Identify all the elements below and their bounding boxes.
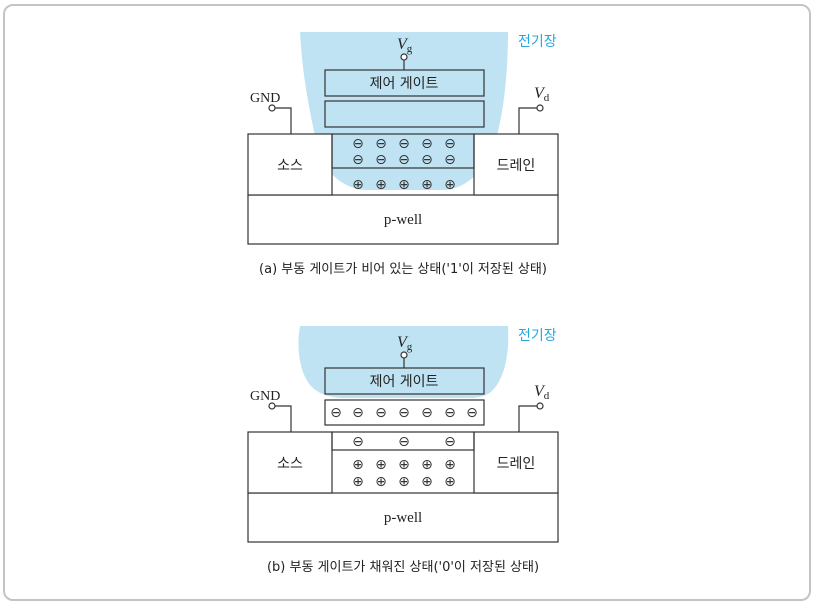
hole-symbol: ⊕ — [398, 177, 410, 193]
source-a — [247, 133, 333, 196]
caption-b: (b) 부동 게이트가 채워진 상태('0'이 저장된 상태) — [267, 560, 539, 575]
hole-symbol: ⊕ — [375, 474, 387, 490]
pwell-b — [247, 492, 559, 543]
charges-a: ⊖⊖⊖⊖⊖⊖⊖⊖⊖⊖⊕⊕⊕⊕⊕ — [352, 136, 456, 193]
electron-symbol: ⊖ — [444, 152, 456, 168]
hole-symbol: ⊕ — [444, 457, 456, 473]
electron-symbol: ⊖ — [375, 136, 387, 152]
field-label-b: 전기장 — [518, 328, 557, 344]
source-b — [247, 431, 333, 494]
electron-symbol: ⊖ — [421, 152, 433, 168]
figure-frame — [3, 4, 811, 601]
electron-symbol: ⊖ — [375, 152, 387, 168]
diagram-a: p-well 소스 드레인 제어 게이트 Vg GND Vd 전기장 ⊖⊖⊖⊖⊖… — [247, 32, 559, 277]
hole-symbol: ⊕ — [398, 474, 410, 490]
gnd-label-b: GND — [250, 389, 280, 404]
charges-b: ⊖⊖⊖⊖⊖⊖⊖⊖⊖⊖⊕⊕⊕⊕⊕⊕⊕⊕⊕⊕ — [330, 405, 478, 490]
gnd-wire-b — [275, 405, 292, 432]
electron-symbol: ⊖ — [352, 152, 364, 168]
oxide-a — [331, 133, 475, 169]
electron-symbol: ⊖ — [398, 434, 410, 450]
hole-symbol: ⊕ — [352, 457, 364, 473]
vg-terminal-b — [400, 351, 408, 359]
hole-symbol: ⊕ — [444, 474, 456, 490]
electric-field-a — [300, 32, 508, 190]
electron-symbol: ⊖ — [421, 136, 433, 152]
pwell-label-b: p-well — [384, 510, 422, 526]
vd-label-a: Vd — [534, 85, 550, 104]
vd-terminal-a — [536, 104, 544, 112]
hole-symbol: ⊕ — [375, 457, 387, 473]
hole-symbol: ⊕ — [398, 457, 410, 473]
electron-symbol: ⊖ — [352, 434, 364, 450]
source-label-b: 소스 — [277, 456, 303, 472]
floating-gate-b — [324, 399, 485, 426]
vd-wire-b — [518, 405, 537, 432]
pwell-a — [247, 194, 559, 245]
electron-symbol: ⊖ — [466, 405, 478, 421]
vd-terminal-b — [536, 402, 544, 410]
hole-symbol: ⊕ — [444, 177, 456, 193]
vd-wire-a — [518, 107, 537, 134]
drain-a — [473, 133, 559, 196]
caption-a: (a) 부동 게이트가 비어 있는 상태('1'이 저장된 상태) — [259, 262, 547, 277]
hole-symbol: ⊕ — [352, 474, 364, 490]
drain-label-b: 드레인 — [497, 456, 536, 472]
hole-symbol: ⊕ — [375, 177, 387, 193]
electron-symbol: ⊖ — [352, 405, 364, 421]
electron-symbol: ⊖ — [421, 405, 433, 421]
field-label-a: 전기장 — [518, 34, 557, 50]
hole-symbol: ⊕ — [421, 457, 433, 473]
pwell-label-a: p-well — [384, 212, 422, 228]
drain-b — [473, 431, 559, 494]
gnd-label-a: GND — [250, 91, 280, 106]
electron-symbol: ⊖ — [398, 136, 410, 152]
electron-symbol: ⊖ — [444, 434, 456, 450]
oxide-b — [331, 431, 475, 451]
electron-symbol: ⊖ — [398, 152, 410, 168]
diagram-b: p-well 소스 드레인 제어 게이트 Vg GND Vd 전기장 ⊖ ⊖ ⊖ ⊖ ⊖… — [247, 326, 559, 575]
hole-symbol: ⊕ — [352, 177, 364, 193]
electron-symbol: ⊖ — [444, 136, 456, 152]
vg-terminal-a — [400, 53, 408, 61]
electron-symbol: ⊖ — [444, 405, 456, 421]
hole-symbol: ⊕ — [421, 177, 433, 193]
control-gate-label-a: 제어 게이트 — [370, 76, 439, 92]
hole-symbol: ⊕ — [421, 474, 433, 490]
electric-field-b — [298, 326, 509, 399]
floating-gate-a — [324, 100, 485, 128]
electron-symbol: ⊖ — [398, 405, 410, 421]
gnd-wire-a — [275, 107, 292, 134]
vg-label-a: Vg — [397, 36, 413, 55]
drain-label-a: 드레인 — [497, 158, 536, 174]
vg-label-b: Vg — [397, 334, 413, 353]
vd-label-b: Vd — [534, 383, 550, 402]
source-label-a: 소스 — [277, 158, 303, 174]
electron-symbol: ⊖ — [330, 405, 342, 421]
electron-symbol: ⊖ — [352, 136, 364, 152]
electron-symbol: ⊖ — [375, 405, 387, 421]
control-gate-label-b: 제어 게이트 — [370, 374, 439, 390]
